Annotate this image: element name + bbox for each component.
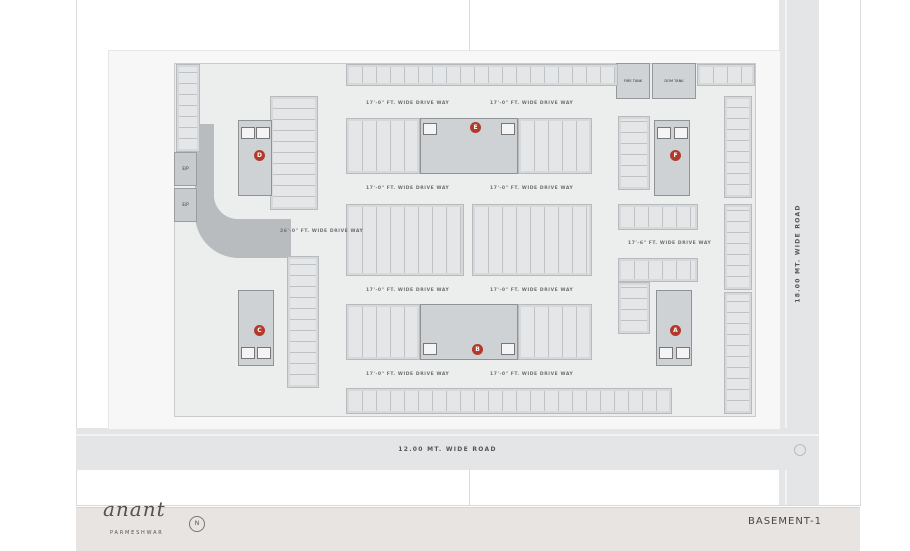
driveway-label-mid-upper-left: 17'-0" FT. WIDE DRIVE WAY xyxy=(366,186,450,191)
driveway-label-bottom-right: 17'-0" FT. WIDE DRIVE WAY xyxy=(490,372,574,377)
core-e xyxy=(420,118,518,174)
driveway-label-top-right: 17'-0" FT. WIDE DRIVE WAY xyxy=(490,101,574,106)
parking-bay-far-right-lower xyxy=(724,292,752,414)
right-road-label: 18.00 MT. WIDE ROAD xyxy=(794,204,802,303)
right-road xyxy=(779,0,819,505)
parking-bay-top-right xyxy=(697,64,755,86)
brand-logo: anant xyxy=(103,497,166,521)
parking-bay-far-left xyxy=(176,64,200,152)
driveway-label-mid-lower-right: 17'-0" FT. WIDE DRIVE WAY xyxy=(490,288,574,293)
core-a-badge: A xyxy=(670,325,681,336)
parking-bay-right-mid2 xyxy=(618,258,698,282)
footer-bar xyxy=(76,507,860,551)
core-d-badge: D xyxy=(254,150,265,161)
bottom-road: 12.00 MT. WIDE ROAD xyxy=(76,428,819,470)
parking-bay-far-right-mid xyxy=(724,204,752,290)
fire-tank: FIRE TANK xyxy=(616,63,650,99)
parking-bay-central-ul xyxy=(346,118,420,174)
electric-panel-bottom: E/P xyxy=(174,188,197,222)
parking-bay-far-right-upper xyxy=(724,96,752,198)
driveway-label-right-mid: 17'-6" FT. WIDE DRIVE WAY xyxy=(628,241,712,246)
floor-title: BASEMENT-1 xyxy=(748,516,822,527)
core-c-badge: C xyxy=(254,325,265,336)
parking-bay-left-lower xyxy=(287,256,319,388)
electric-panel-top: E/P xyxy=(174,152,197,186)
core-b xyxy=(420,304,518,360)
road-marker-circle xyxy=(794,444,806,456)
parking-bay-central-ml xyxy=(346,204,464,276)
parking-bay-right-mid xyxy=(618,204,698,230)
parking-bay-right-lower xyxy=(618,282,650,334)
driveway-label-mid-upper-right: 17'-0" FT. WIDE DRIVE WAY xyxy=(490,186,574,191)
parking-bay-left-upper xyxy=(270,96,318,210)
parking-bay-bottom xyxy=(346,388,672,414)
dom-tank: DOM TANK xyxy=(652,63,696,99)
parking-bay-central-ur xyxy=(518,118,592,174)
core-b-badge: B xyxy=(472,344,483,355)
core-a xyxy=(656,290,692,366)
bottom-road-label: 12.00 MT. WIDE ROAD xyxy=(398,446,497,453)
driveway-label-bottom-left: 17'-0" FT. WIDE DRIVE WAY xyxy=(366,372,450,377)
parking-bay-right-upper xyxy=(618,116,650,190)
compass-icon: N xyxy=(189,516,205,532)
brand-tagline: PARMESHWAR xyxy=(110,530,164,536)
parking-bay-central-ll xyxy=(346,304,420,360)
parking-bay-central-mr xyxy=(472,204,592,276)
core-f-badge: F xyxy=(670,150,681,161)
parking-bay-top xyxy=(346,64,618,86)
driveway-label-mid-lower-left: 17'-0" FT. WIDE DRIVE WAY xyxy=(366,288,450,293)
parking-bay-central-lr xyxy=(518,304,592,360)
core-e-badge: E xyxy=(470,122,481,133)
driveway-label-top-left: 17'-0" FT. WIDE DRIVE WAY xyxy=(366,101,450,106)
driveway-label-ramp: 26'-0" FT. WIDE DRIVE WAY xyxy=(280,229,364,234)
